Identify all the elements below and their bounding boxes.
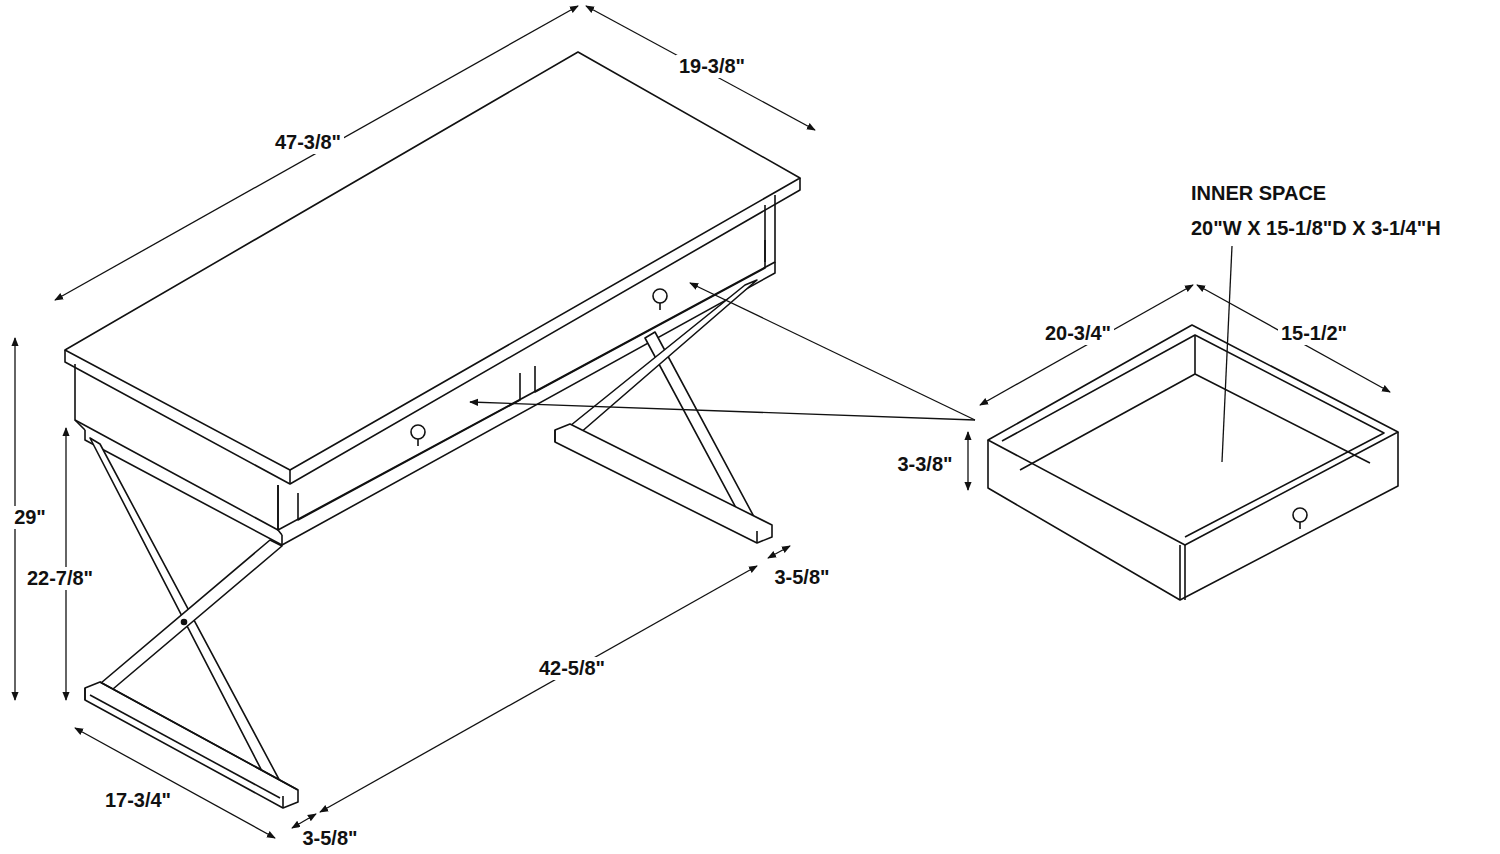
dimension-label: 15-1/2" [1278, 322, 1350, 345]
dimension-label: 22-7/8" [24, 567, 96, 590]
note-text: INNER SPACE [1188, 182, 1329, 205]
dimension-label: 3-5/8" [299, 827, 360, 850]
dimension-lines [15, 6, 1390, 838]
dimension-label: 19-3/8" [676, 55, 748, 78]
dimension-label: 17-3/4" [102, 789, 174, 812]
dimension-label: 3-5/8" [771, 566, 832, 589]
dimension-label: 3-3/8" [894, 453, 955, 476]
dimension-label: 42-5/8" [536, 657, 608, 680]
dimension-label: 20-3/4" [1042, 322, 1114, 345]
note-text: 20"W X 15-1/8"D X 3-1/4"H [1188, 217, 1444, 240]
dimension-label: 47-3/8" [272, 131, 344, 154]
dimension-label: 29" [11, 506, 49, 529]
desk-drawing [65, 52, 1398, 808]
